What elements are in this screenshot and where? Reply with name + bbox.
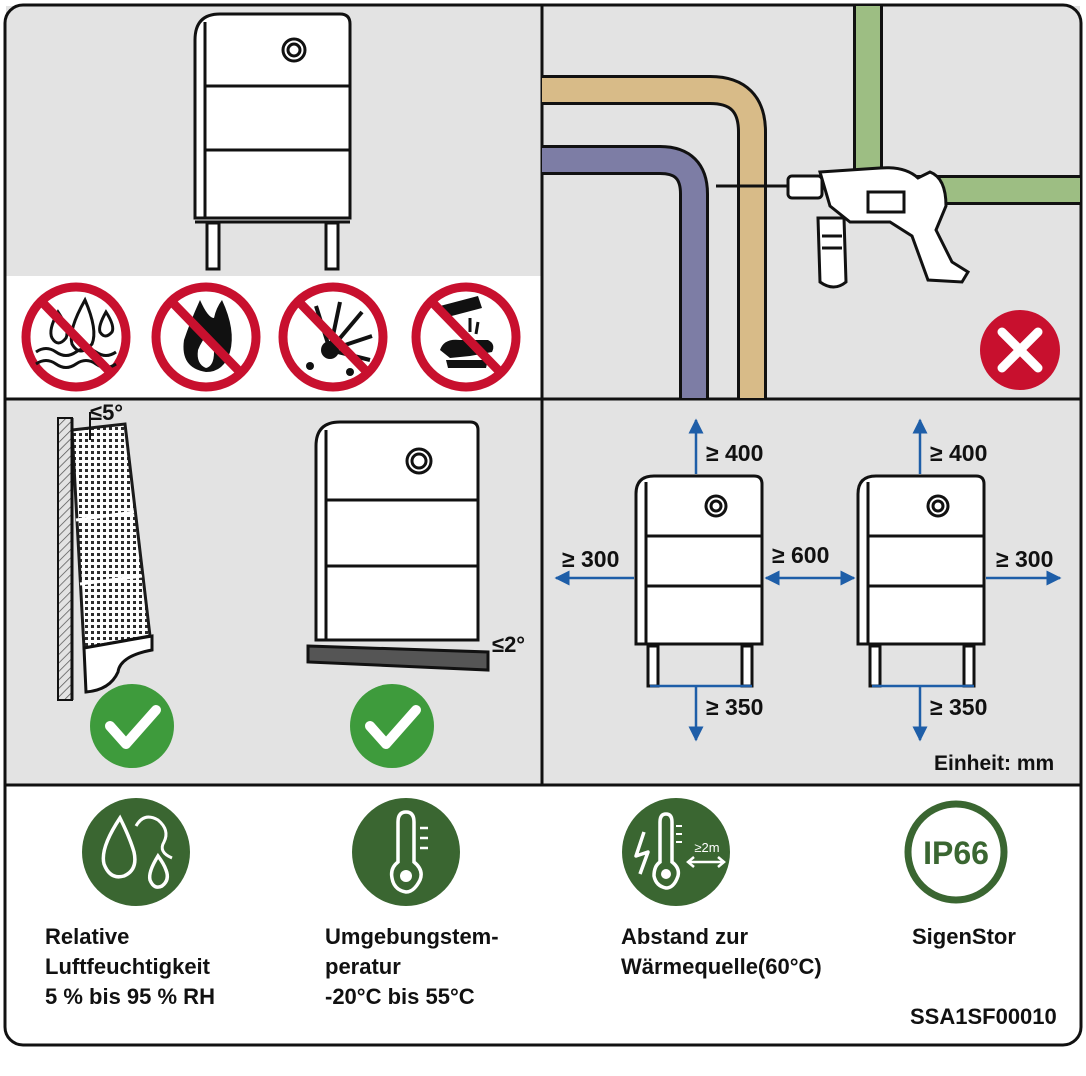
clearance-unit-2 [856,474,986,688]
between-clearance: ≥ 600 [772,542,830,568]
unit2-top-clearance: ≥ 400 [930,440,988,466]
ip66-icon-text: IP66 [923,835,989,871]
clearance-unit-1 [634,474,764,688]
cross-icon [980,310,1060,390]
drill-icon [716,166,971,289]
humidity-icon [82,798,190,906]
temperature-caption-line-1: Umgebungstem- [325,924,499,949]
humidity-caption-line-1: Relative [45,924,130,949]
unit-label: Einheit: mm [934,752,1055,775]
heat-distance-icon-text: ≥2m [694,840,719,855]
humidity-caption-line-3: 5 % bis 95 % RH [45,984,215,1009]
ip66-caption-line-1: SigenStor [912,924,1016,949]
ip66-icon: IP66 [904,800,1008,904]
wall-tilt-label: ≤5° [90,400,124,425]
heat-distance-icon: ≥2m [622,798,730,906]
unit2-right-clearance: ≥ 300 [996,546,1054,572]
unit2-bottom-clearance: ≥ 350 [930,694,988,720]
fire-forbidden-icon [151,282,261,392]
heat-distance-caption: Abstand zur Wärmequelle(60°C) [621,922,822,982]
floor-standing-unit-drawing [306,420,490,672]
humidity-caption-line-2: Luftfeuchtigkeit [45,954,210,979]
humidity-caption: Relative Luftfeuchtigkeit 5 % bis 95 % R… [45,922,215,1012]
check-icon [350,684,434,768]
unit1-top-clearance: ≥ 400 [706,440,764,466]
ip66-caption: SigenStor [912,922,1016,952]
battery-unit-drawing [193,12,352,271]
water-forbidden-icon [21,282,131,392]
heat-distance-caption-line-1: Abstand zur [621,924,749,949]
explosion-forbidden-icon [278,282,388,392]
corrosive-forbidden-icon [411,282,521,392]
diagram-code: SSA1SF00010 [910,1004,1057,1029]
temperature-caption-line-2: peratur [325,954,401,979]
unit1-bottom-clearance: ≥ 350 [706,694,764,720]
thermometer-icon [352,798,460,906]
heat-distance-caption-line-2: Wärmequelle(60°C) [621,954,822,979]
wall-mounted-unit-drawing [57,412,154,701]
floor-tilt-label: ≤2° [492,632,526,657]
panel-br-background [542,400,1080,784]
clearance-arrows [554,418,1062,742]
temperature-caption: Umgebungstem- peratur -20°C bis 55°C [325,922,499,1012]
check-icon [90,684,174,768]
unit1-left-clearance: ≥ 300 [562,546,620,572]
temperature-caption-line-3: -20°C bis 55°C [325,984,475,1009]
